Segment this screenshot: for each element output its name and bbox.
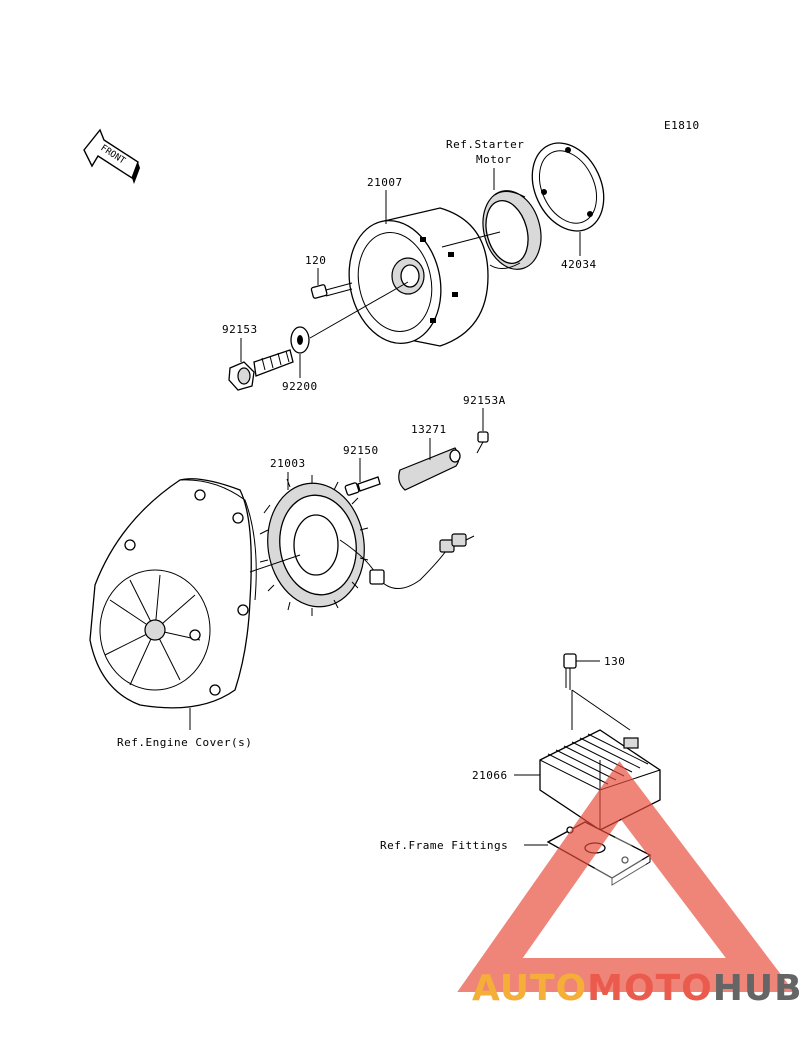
bolt-92153 xyxy=(228,349,294,391)
svg-text:AUTOMOTOHUB: AUTOMOTOHUB xyxy=(472,968,800,1009)
washer-92200 xyxy=(290,326,310,354)
screw-92153a xyxy=(476,431,489,454)
stator-wire-harness xyxy=(339,533,475,589)
automotohub-watermark-logo: AUTOMOTOHUB xyxy=(457,761,800,1009)
part-label-120: 120 xyxy=(305,254,326,267)
part-label-92153: 92153 xyxy=(222,323,258,336)
part-label-92153a: 92153A xyxy=(463,394,506,407)
part-label-92200: 92200 xyxy=(282,380,318,393)
holder-plate-13271 xyxy=(398,447,461,491)
starter-clutch-gear xyxy=(482,190,542,270)
gear-42034 xyxy=(531,142,605,232)
part-label-92150: 92150 xyxy=(343,444,379,457)
ref-starter-motor-label-1: Ref.Starter xyxy=(446,138,524,151)
part-label-21003: 21003 xyxy=(270,457,306,470)
watermark-part-auto: AUTO xyxy=(472,968,587,1009)
part-label-21066: 21066 xyxy=(472,769,508,782)
part-label-42034: 42034 xyxy=(561,258,597,271)
stator-21003 xyxy=(259,475,369,616)
part-label-13271: 13271 xyxy=(411,423,447,436)
diagram-code: E1810 xyxy=(664,119,700,132)
ref-engine-cover-label: Ref.Engine Cover(s) xyxy=(117,736,252,749)
flywheel-rotor xyxy=(348,207,489,347)
watermark-part-moto: MOTO xyxy=(587,968,713,1009)
engine-cover xyxy=(89,478,257,709)
ref-starter-motor-label-2: Motor xyxy=(476,153,512,166)
front-arrow-icon: FRONT xyxy=(83,128,140,184)
part-label-130: 130 xyxy=(604,655,625,668)
part-label-21007: 21007 xyxy=(367,176,403,189)
ref-frame-fittings-label: Ref.Frame Fittings xyxy=(380,839,508,852)
bolt-130 xyxy=(563,653,577,690)
bolt-120 xyxy=(310,282,353,299)
watermark-part-hub: HUB xyxy=(713,968,800,1009)
screw-92150 xyxy=(344,476,381,496)
